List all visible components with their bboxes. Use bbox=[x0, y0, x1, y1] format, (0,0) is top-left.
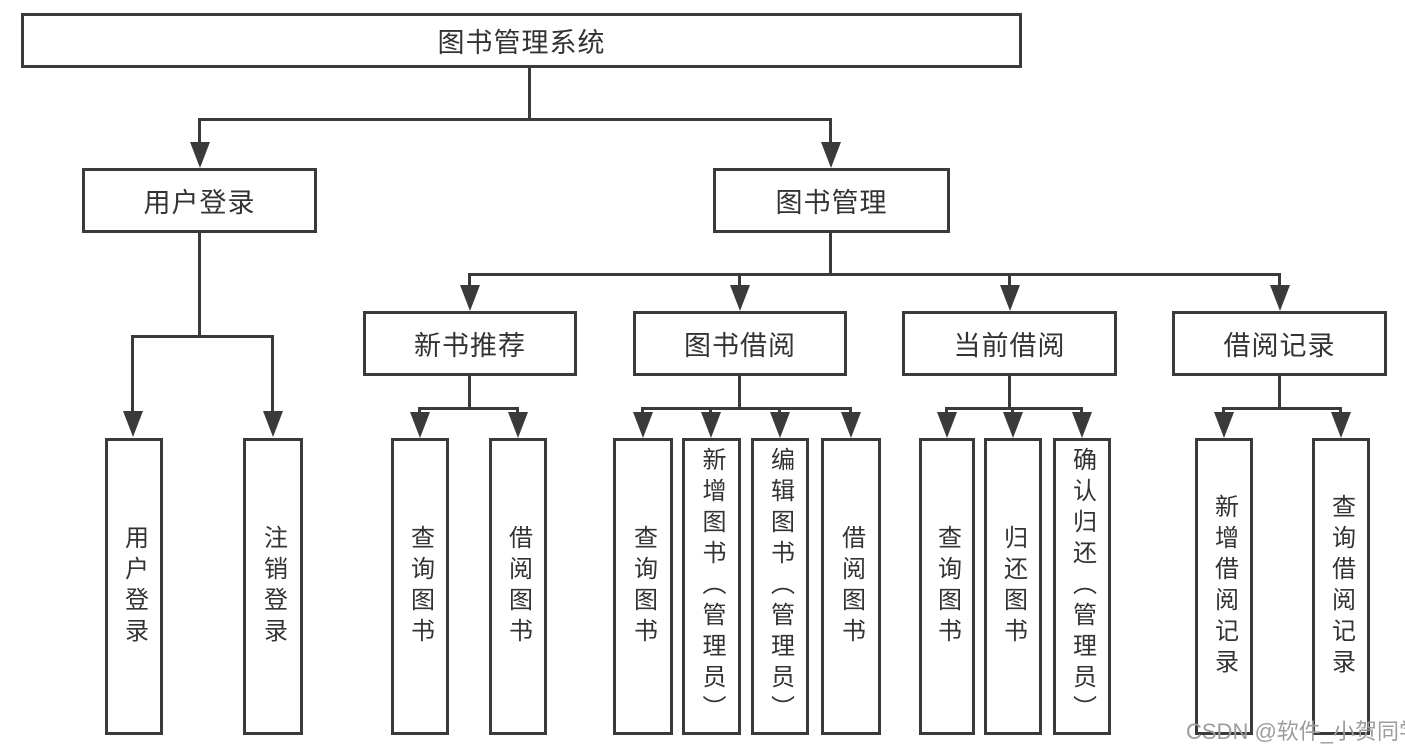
node-current-borrow-label: 当前借阅 bbox=[953, 331, 1066, 361]
leaf-record-add: 新增借阅记录 bbox=[1195, 438, 1253, 735]
connector-line bbox=[1011, 407, 1014, 415]
leaf-current-confirm-return-label: 确认归还（管理员） bbox=[1068, 447, 1096, 726]
leaf-borrow-add-book-label: 新增图书（管理员） bbox=[698, 447, 725, 726]
node-borrow-record: 借阅记录 bbox=[1172, 311, 1387, 376]
connector-line bbox=[198, 118, 832, 121]
arrow-down-icon bbox=[937, 412, 957, 438]
connector-line bbox=[131, 335, 134, 415]
arrow-down-icon bbox=[1270, 285, 1290, 311]
connector-line bbox=[829, 118, 832, 146]
connector-line bbox=[528, 68, 531, 120]
connector-line bbox=[131, 335, 274, 338]
arrow-down-icon bbox=[841, 412, 861, 438]
arrow-down-icon bbox=[508, 412, 528, 438]
connector-line bbox=[945, 407, 1083, 410]
leaf-borrow-borrow-book-label: 借阅图书 bbox=[837, 524, 865, 649]
arrow-down-icon bbox=[190, 142, 210, 168]
leaf-current-return-label: 归还图书 bbox=[999, 524, 1027, 649]
node-book-borrow-label: 图书借阅 bbox=[684, 331, 796, 361]
arrow-down-icon bbox=[123, 411, 143, 437]
connector-line bbox=[641, 407, 852, 410]
arrow-down-icon bbox=[263, 411, 283, 437]
leaf-borrow-query: 查询图书 bbox=[613, 438, 673, 735]
connector-line bbox=[945, 407, 948, 415]
arrow-down-icon bbox=[1072, 412, 1092, 438]
node-root: 图书管理系统 bbox=[21, 13, 1022, 68]
connector-line bbox=[1080, 407, 1083, 415]
arrow-down-icon bbox=[460, 285, 480, 311]
connector-line bbox=[468, 376, 471, 409]
connector-line bbox=[271, 335, 274, 415]
connector-line bbox=[1008, 376, 1011, 409]
arrow-down-icon bbox=[701, 412, 721, 438]
connector-line bbox=[198, 233, 201, 335]
leaf-borrow-edit-book-label: 编辑图书（管理员） bbox=[766, 447, 794, 726]
arrow-down-icon bbox=[410, 412, 430, 438]
connector-line bbox=[468, 273, 471, 289]
arrow-down-icon bbox=[633, 412, 653, 438]
leaf-record-query-label: 查询借阅记录 bbox=[1327, 493, 1355, 680]
csdn-watermark: CSDN @软件_小贺同学 bbox=[1186, 719, 1405, 744]
connector-line bbox=[516, 407, 519, 415]
connector-line bbox=[829, 233, 832, 275]
connector-line bbox=[738, 273, 741, 289]
node-book-management: 图书管理 bbox=[713, 168, 950, 233]
leaf-user-login-label: 用户登录 bbox=[120, 524, 148, 649]
node-book-management-label: 图书管理 bbox=[775, 188, 888, 218]
node-book-borrow: 图书借阅 bbox=[633, 311, 847, 376]
connector-line bbox=[418, 407, 519, 410]
leaf-current-return: 归还图书 bbox=[984, 438, 1042, 735]
leaf-current-query-label: 查询图书 bbox=[933, 524, 961, 649]
node-new-book-recommend: 新书推荐 bbox=[363, 311, 577, 376]
leaf-current-confirm-return: 确认归还（管理员） bbox=[1053, 438, 1111, 735]
arrow-down-icon bbox=[730, 285, 750, 311]
connector-line bbox=[418, 407, 421, 415]
connector-line bbox=[198, 118, 201, 146]
connector-line bbox=[778, 407, 781, 415]
leaf-record-query: 查询借阅记录 bbox=[1312, 438, 1370, 735]
leaf-logout-label: 注销登录 bbox=[259, 524, 287, 649]
leaf-record-add-label: 新增借阅记录 bbox=[1210, 493, 1238, 680]
leaf-borrow-edit-book: 编辑图书（管理员） bbox=[751, 438, 809, 735]
arrow-down-icon bbox=[1003, 412, 1023, 438]
node-root-label: 图书管理系统 bbox=[437, 28, 606, 58]
arrow-down-icon bbox=[1331, 412, 1351, 438]
arrow-down-icon bbox=[770, 412, 790, 438]
connector-line bbox=[849, 407, 852, 415]
connector-line bbox=[641, 407, 644, 415]
node-new-book-recommend-label: 新书推荐 bbox=[414, 331, 526, 361]
node-user-login: 用户登录 bbox=[82, 168, 317, 233]
leaf-current-query: 查询图书 bbox=[919, 438, 975, 735]
leaf-newbook-query: 查询图书 bbox=[391, 438, 449, 735]
connector-line bbox=[738, 376, 741, 409]
arrow-down-icon bbox=[1214, 412, 1234, 438]
connector-line bbox=[1278, 376, 1281, 409]
connector-line bbox=[1008, 273, 1011, 289]
arrow-down-icon bbox=[1000, 285, 1020, 311]
connector-line bbox=[1278, 273, 1281, 289]
arrow-down-icon bbox=[821, 142, 841, 168]
leaf-borrow-borrow-book: 借阅图书 bbox=[821, 438, 881, 735]
node-borrow-record-label: 借阅记录 bbox=[1223, 331, 1336, 361]
connector-line bbox=[468, 273, 1281, 276]
connector-line bbox=[709, 407, 712, 415]
connector-line bbox=[1339, 407, 1342, 415]
leaf-user-login: 用户登录 bbox=[105, 438, 163, 735]
leaf-newbook-borrow-label: 借阅图书 bbox=[504, 524, 532, 649]
connector-line bbox=[1222, 407, 1225, 415]
leaf-newbook-borrow: 借阅图书 bbox=[489, 438, 547, 735]
connector-line bbox=[1222, 407, 1342, 410]
leaf-logout: 注销登录 bbox=[243, 438, 303, 735]
node-user-login-label: 用户登录 bbox=[143, 188, 256, 218]
node-current-borrow: 当前借阅 bbox=[902, 311, 1117, 376]
leaf-borrow-query-label: 查询图书 bbox=[629, 524, 657, 649]
leaf-newbook-query-label: 查询图书 bbox=[406, 524, 434, 649]
leaf-borrow-add-book: 新增图书（管理员） bbox=[682, 438, 741, 735]
